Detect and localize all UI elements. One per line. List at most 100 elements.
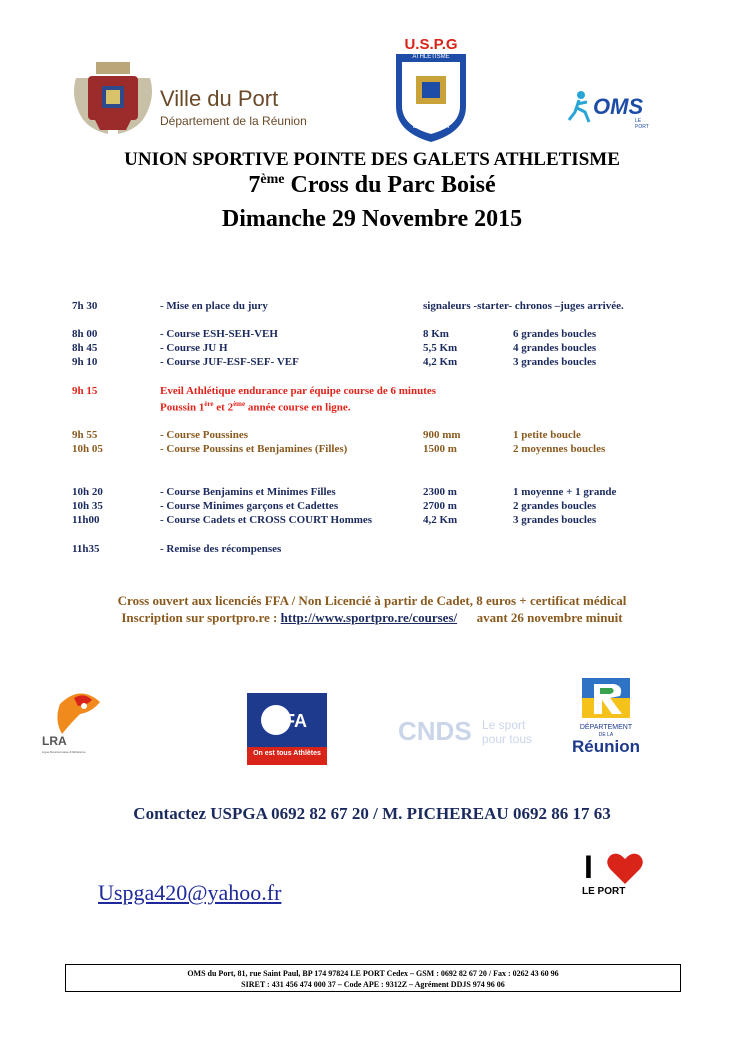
row-time: 9h 10 bbox=[72, 356, 98, 368]
event-date: Dimanche 29 Novembre 2015 bbox=[221, 206, 523, 232]
schedule-row: 11h00 - Course Cadets et CROSS COURT Hom… bbox=[0, 514, 744, 528]
row-dist: 4,2 Km bbox=[423, 356, 458, 368]
schedule-row: 9h 55 - Course Poussines 900 mm 1 petite… bbox=[0, 429, 744, 443]
event-name: Cross du Parc Boisé bbox=[284, 172, 496, 198]
row-loops: 3 grandes boucles bbox=[513, 514, 597, 526]
event-number: 7 bbox=[248, 172, 261, 198]
footer-line2: SIRET : 431 456 474 000 37 – Code APE : … bbox=[241, 980, 505, 989]
lra-logo: LRA Ligue Réunionnaise d'Athlétisme bbox=[40, 684, 114, 760]
row-dist: 1500 m bbox=[423, 443, 457, 455]
schedule-row: 10h 20 - Course Benjamins et Minimes Fil… bbox=[0, 486, 744, 500]
schedule-row: 8h 45 - Course JU H 5,5 Km 4 grandes bou… bbox=[0, 342, 744, 356]
footer: OMS du Port, 81, rue Saint Paul, BP 174 … bbox=[65, 964, 681, 992]
i-love-le-port-logo: I LE PORT bbox=[582, 850, 648, 900]
row-dist: 5,5 Km bbox=[423, 342, 458, 354]
schedule-row: 8h 00 - Course ESH-SEH-VEH 8 Km 6 grande… bbox=[0, 328, 744, 342]
eveil-annee: année course en ligne. bbox=[245, 401, 351, 414]
row-time: 8h 45 bbox=[72, 342, 98, 354]
row-loops: 3 grandes boucles bbox=[513, 356, 597, 368]
schedule-row: 11h35 - Remise des récompenses bbox=[0, 543, 744, 557]
notice-line2: Inscription sur sportpro.re : http://www… bbox=[0, 610, 744, 626]
eveil-line2: Poussin 1ère et 2ème année course en lig… bbox=[160, 400, 351, 414]
row-desc: - Course Poussins et Benjamines (Filles) bbox=[160, 443, 348, 455]
row-loops: 4 grandes boucles bbox=[513, 342, 597, 354]
eveil-row-2: Poussin 1ère et 2ème année course en lig… bbox=[0, 400, 744, 414]
row-dist: 900 mm bbox=[423, 429, 461, 441]
schedule-row: 10h 35 - Course Minimes garçons et Cadet… bbox=[0, 500, 744, 514]
event-title: 7ème Cross du Parc Boisé bbox=[0, 172, 744, 199]
row-dist: 8 Km bbox=[423, 328, 449, 340]
email-link[interactable]: Uspga420@yahoo.fr bbox=[98, 880, 282, 905]
org-title: UNION SPORTIVE POINTE DES GALETS ATHLETI… bbox=[124, 149, 620, 170]
ffa-text: FFA bbox=[273, 711, 307, 731]
notice-suffix: avant 26 novembre minuit bbox=[457, 610, 623, 625]
region-line2: DE LA bbox=[598, 732, 614, 738]
notice-prefix: Inscription sur sportpro.re : bbox=[121, 610, 281, 625]
schedule-row: 9h 10 - Course JUF-ESF-SEF- VEF 4,2 Km 3… bbox=[0, 356, 744, 370]
lra-text: LRA bbox=[42, 734, 67, 748]
eveil-sup1: ère bbox=[204, 400, 214, 408]
le-port-text: LE PORT bbox=[582, 886, 626, 897]
eveil-et: et 2 bbox=[213, 401, 234, 414]
oms-logo: OMS LE PORT bbox=[565, 90, 655, 130]
row-time: 10h 35 bbox=[72, 500, 103, 512]
eveil-time: 9h 15 bbox=[72, 385, 98, 397]
eveil-line1: Eveil Athlétique endurance par équipe co… bbox=[160, 385, 437, 397]
contact-line: Contactez USPGA 0692 82 67 20 / M. PICHE… bbox=[133, 804, 611, 823]
row-desc: - Remise des récompenses bbox=[160, 543, 282, 555]
row-desc: - Course JU H bbox=[160, 342, 228, 354]
notice-line1: Cross ouvert aux licenciés FFA / Non Lic… bbox=[117, 593, 627, 608]
row-loops: 1 petite boucle bbox=[513, 429, 581, 441]
departement-reunion-logo: DÉPARTEMENT DE LA Réunion bbox=[570, 676, 642, 766]
row-loops: 2 moyennes boucles bbox=[513, 443, 606, 455]
schedule-row: 7h 30 - Mise en place du jury signaleurs… bbox=[0, 300, 744, 314]
cnds-tag1: Le sport bbox=[482, 718, 526, 732]
row-time: 11h35 bbox=[72, 543, 100, 555]
r-emblem-icon bbox=[582, 678, 630, 718]
ville-du-port-logo: Ville du Port Département de la Réunion bbox=[68, 58, 338, 138]
row-dist: 2700 m bbox=[423, 500, 457, 512]
row-desc: - Course Poussines bbox=[160, 429, 249, 441]
row-time: 9h 55 bbox=[72, 429, 98, 441]
row-dist: signaleurs -starter- chronos –juges arri… bbox=[423, 300, 624, 312]
event-sup: ème bbox=[260, 172, 285, 187]
footer-line1: OMS du Port, 81, rue Saint Paul, BP 174 … bbox=[187, 969, 559, 978]
region-line3: Réunion bbox=[572, 737, 640, 756]
row-dist: 4,2 Km bbox=[423, 514, 458, 526]
row-time: 7h 30 bbox=[72, 300, 98, 312]
registration-link[interactable]: http://www.sportpro.re/courses/ bbox=[280, 610, 458, 625]
row-desc: - Course Minimes garçons et Cadettes bbox=[160, 500, 339, 512]
uspg-sub: ATHLETISME bbox=[412, 54, 450, 60]
uspg-bottom: LA REUNION bbox=[412, 124, 450, 130]
row-loops: 1 moyenne + 1 grande bbox=[513, 486, 617, 498]
row-time: 11h00 bbox=[72, 514, 100, 526]
lra-sub: Ligue Réunionnaise d'Athlétisme bbox=[42, 750, 86, 754]
row-loops: 2 grandes boucles bbox=[513, 500, 597, 512]
ffa-logo: FFA On est tous Athlètes bbox=[247, 693, 327, 765]
i-letter: I bbox=[584, 849, 593, 885]
ffa-circle-icon bbox=[261, 705, 291, 735]
row-time: 10h 20 bbox=[72, 486, 103, 498]
eveil-row: 9h 15 Eveil Athlétique endurance par équ… bbox=[0, 385, 744, 399]
row-desc: - Course Cadets et CROSS COURT Hommes bbox=[160, 514, 373, 526]
row-desc: - Course Benjamins et Minimes Filles bbox=[160, 486, 336, 498]
row-desc: - Course ESH-SEH-VEH bbox=[160, 328, 278, 340]
eveil-poussin: Poussin 1 bbox=[160, 401, 205, 414]
eveil-sup2: ème bbox=[233, 400, 246, 408]
crest-icon bbox=[74, 62, 152, 134]
row-time: 8h 00 bbox=[72, 328, 98, 340]
row-desc: - Course JUF-ESF-SEF- VEF bbox=[160, 356, 299, 368]
cnds-text: CNDS bbox=[398, 716, 472, 746]
cnds-tag2: pour tous bbox=[482, 732, 533, 746]
region-line1: DÉPARTEMENT bbox=[579, 724, 633, 731]
schedule-row: 10h 05 - Course Poussins et Benjamines (… bbox=[0, 443, 744, 457]
ffa-tagline: On est tous Athlètes bbox=[253, 750, 321, 757]
cnds-logo: CNDS Le sport pour tous bbox=[398, 712, 538, 760]
ville-title: Ville du Port bbox=[160, 86, 279, 111]
uspg-logo: U.S.P.G ATHLETISME LA REUNION bbox=[388, 36, 474, 144]
row-loops: 6 grandes boucles bbox=[513, 328, 597, 340]
oms-sub: LE PORT bbox=[635, 118, 649, 130]
oms-text: OMS bbox=[593, 94, 644, 119]
runner-icon bbox=[567, 91, 591, 123]
row-time: 10h 05 bbox=[72, 443, 103, 455]
